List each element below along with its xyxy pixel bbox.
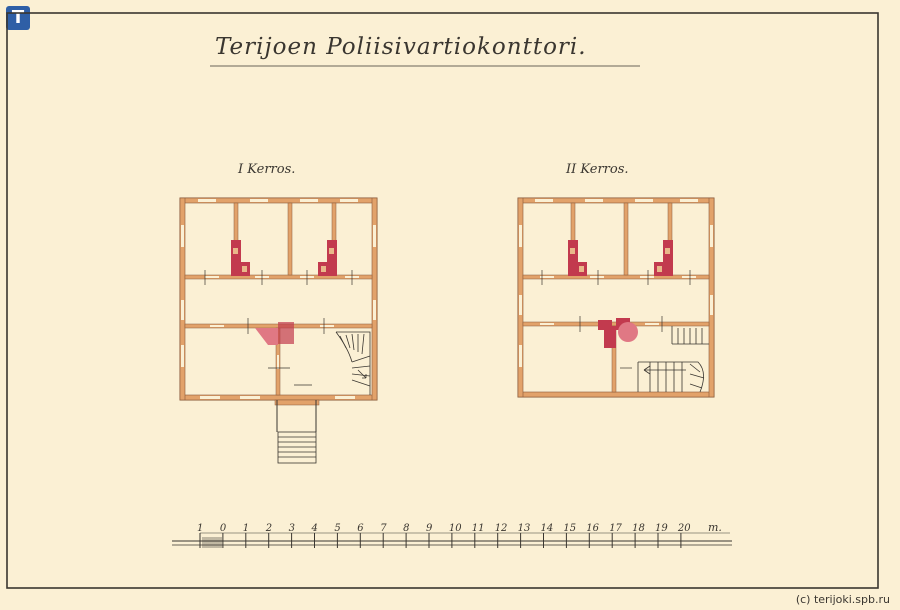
scale-label: 5 [334, 523, 340, 534]
floor-1-label: I Kerros. [238, 162, 296, 177]
floor-plan-1 [179, 197, 378, 464]
stove-2a [568, 240, 587, 276]
scale-label: 10 [449, 523, 462, 534]
scale-unit: m. [708, 521, 722, 534]
copyright-watermark: (c) terijoki.spb.ru [795, 593, 890, 606]
scale-label: 9 [426, 523, 433, 534]
floor-2-label: II Kerros. [566, 162, 629, 177]
drawing-title: Terijoen Poliisivartiokonttori. [215, 34, 587, 60]
scale-label: 1 [197, 523, 203, 534]
scale-label: 17 [609, 523, 622, 534]
scale-label: 6 [357, 523, 364, 534]
scale-label: 20 [677, 523, 691, 534]
scale-label: 11 [472, 523, 485, 534]
entrance-porch [274, 399, 320, 464]
staircase-1 [335, 331, 371, 395]
border-frame [6, 12, 879, 589]
scale-label: 15 [563, 523, 576, 534]
floor-plan-2 [517, 197, 715, 398]
scale-label: 3 [289, 523, 295, 534]
scale-label: 18 [632, 523, 645, 534]
scale-label: 19 [655, 523, 668, 534]
stove-1c [255, 322, 294, 345]
stove-2b [654, 240, 673, 276]
scale-label: 1 [243, 523, 249, 534]
stove-2c [598, 318, 638, 348]
scale-label: 4 [311, 523, 318, 534]
scale-label: 8 [403, 523, 409, 534]
scale-label: 2 [265, 523, 272, 534]
stove-1b [318, 240, 337, 276]
scale-label: 0 [220, 523, 227, 534]
scale-label: 14 [541, 523, 554, 534]
scale-label: 16 [586, 523, 599, 534]
stove-1a [231, 240, 250, 276]
scale-label: 7 [380, 523, 387, 534]
site-logo: T [6, 6, 30, 30]
staircase-2 [637, 326, 709, 393]
scale-label: 12 [495, 523, 508, 534]
scale-label: 13 [518, 523, 531, 534]
